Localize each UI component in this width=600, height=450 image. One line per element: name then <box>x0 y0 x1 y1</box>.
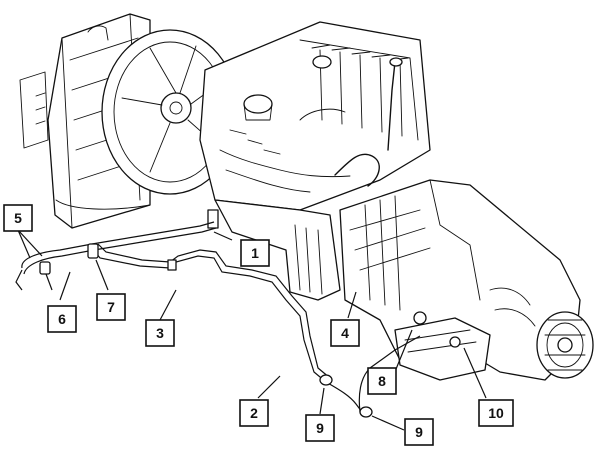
callout-8: 8 <box>367 367 397 395</box>
callout-6: 6 <box>47 305 77 333</box>
callout-7-label: 7 <box>107 299 115 315</box>
callout-3: 3 <box>145 319 175 347</box>
callout-2-label: 2 <box>250 405 258 421</box>
callout-10: 10 <box>478 399 514 427</box>
callout-5-label: 5 <box>14 210 22 226</box>
callout-4: 4 <box>330 319 360 347</box>
callout-2: 2 <box>239 399 269 427</box>
callout-9-right: 9 <box>404 418 434 446</box>
callout-9-right-label: 9 <box>415 424 423 440</box>
callout-7: 7 <box>96 293 126 321</box>
callout-9-center: 9 <box>305 414 335 442</box>
leader-lines <box>17 229 487 431</box>
callout-5: 5 <box>3 204 33 232</box>
callout-4-label: 4 <box>341 325 349 341</box>
callout-10-label: 10 <box>488 405 504 421</box>
callout-1-label: 1 <box>251 245 259 261</box>
callout-3-label: 3 <box>156 325 164 341</box>
callout-9-center-label: 9 <box>316 420 324 436</box>
engine <box>199 21 431 301</box>
callout-1: 1 <box>240 239 270 267</box>
callout-6-label: 6 <box>58 311 66 327</box>
transmission <box>339 179 594 381</box>
callout-8-label: 8 <box>378 373 386 389</box>
